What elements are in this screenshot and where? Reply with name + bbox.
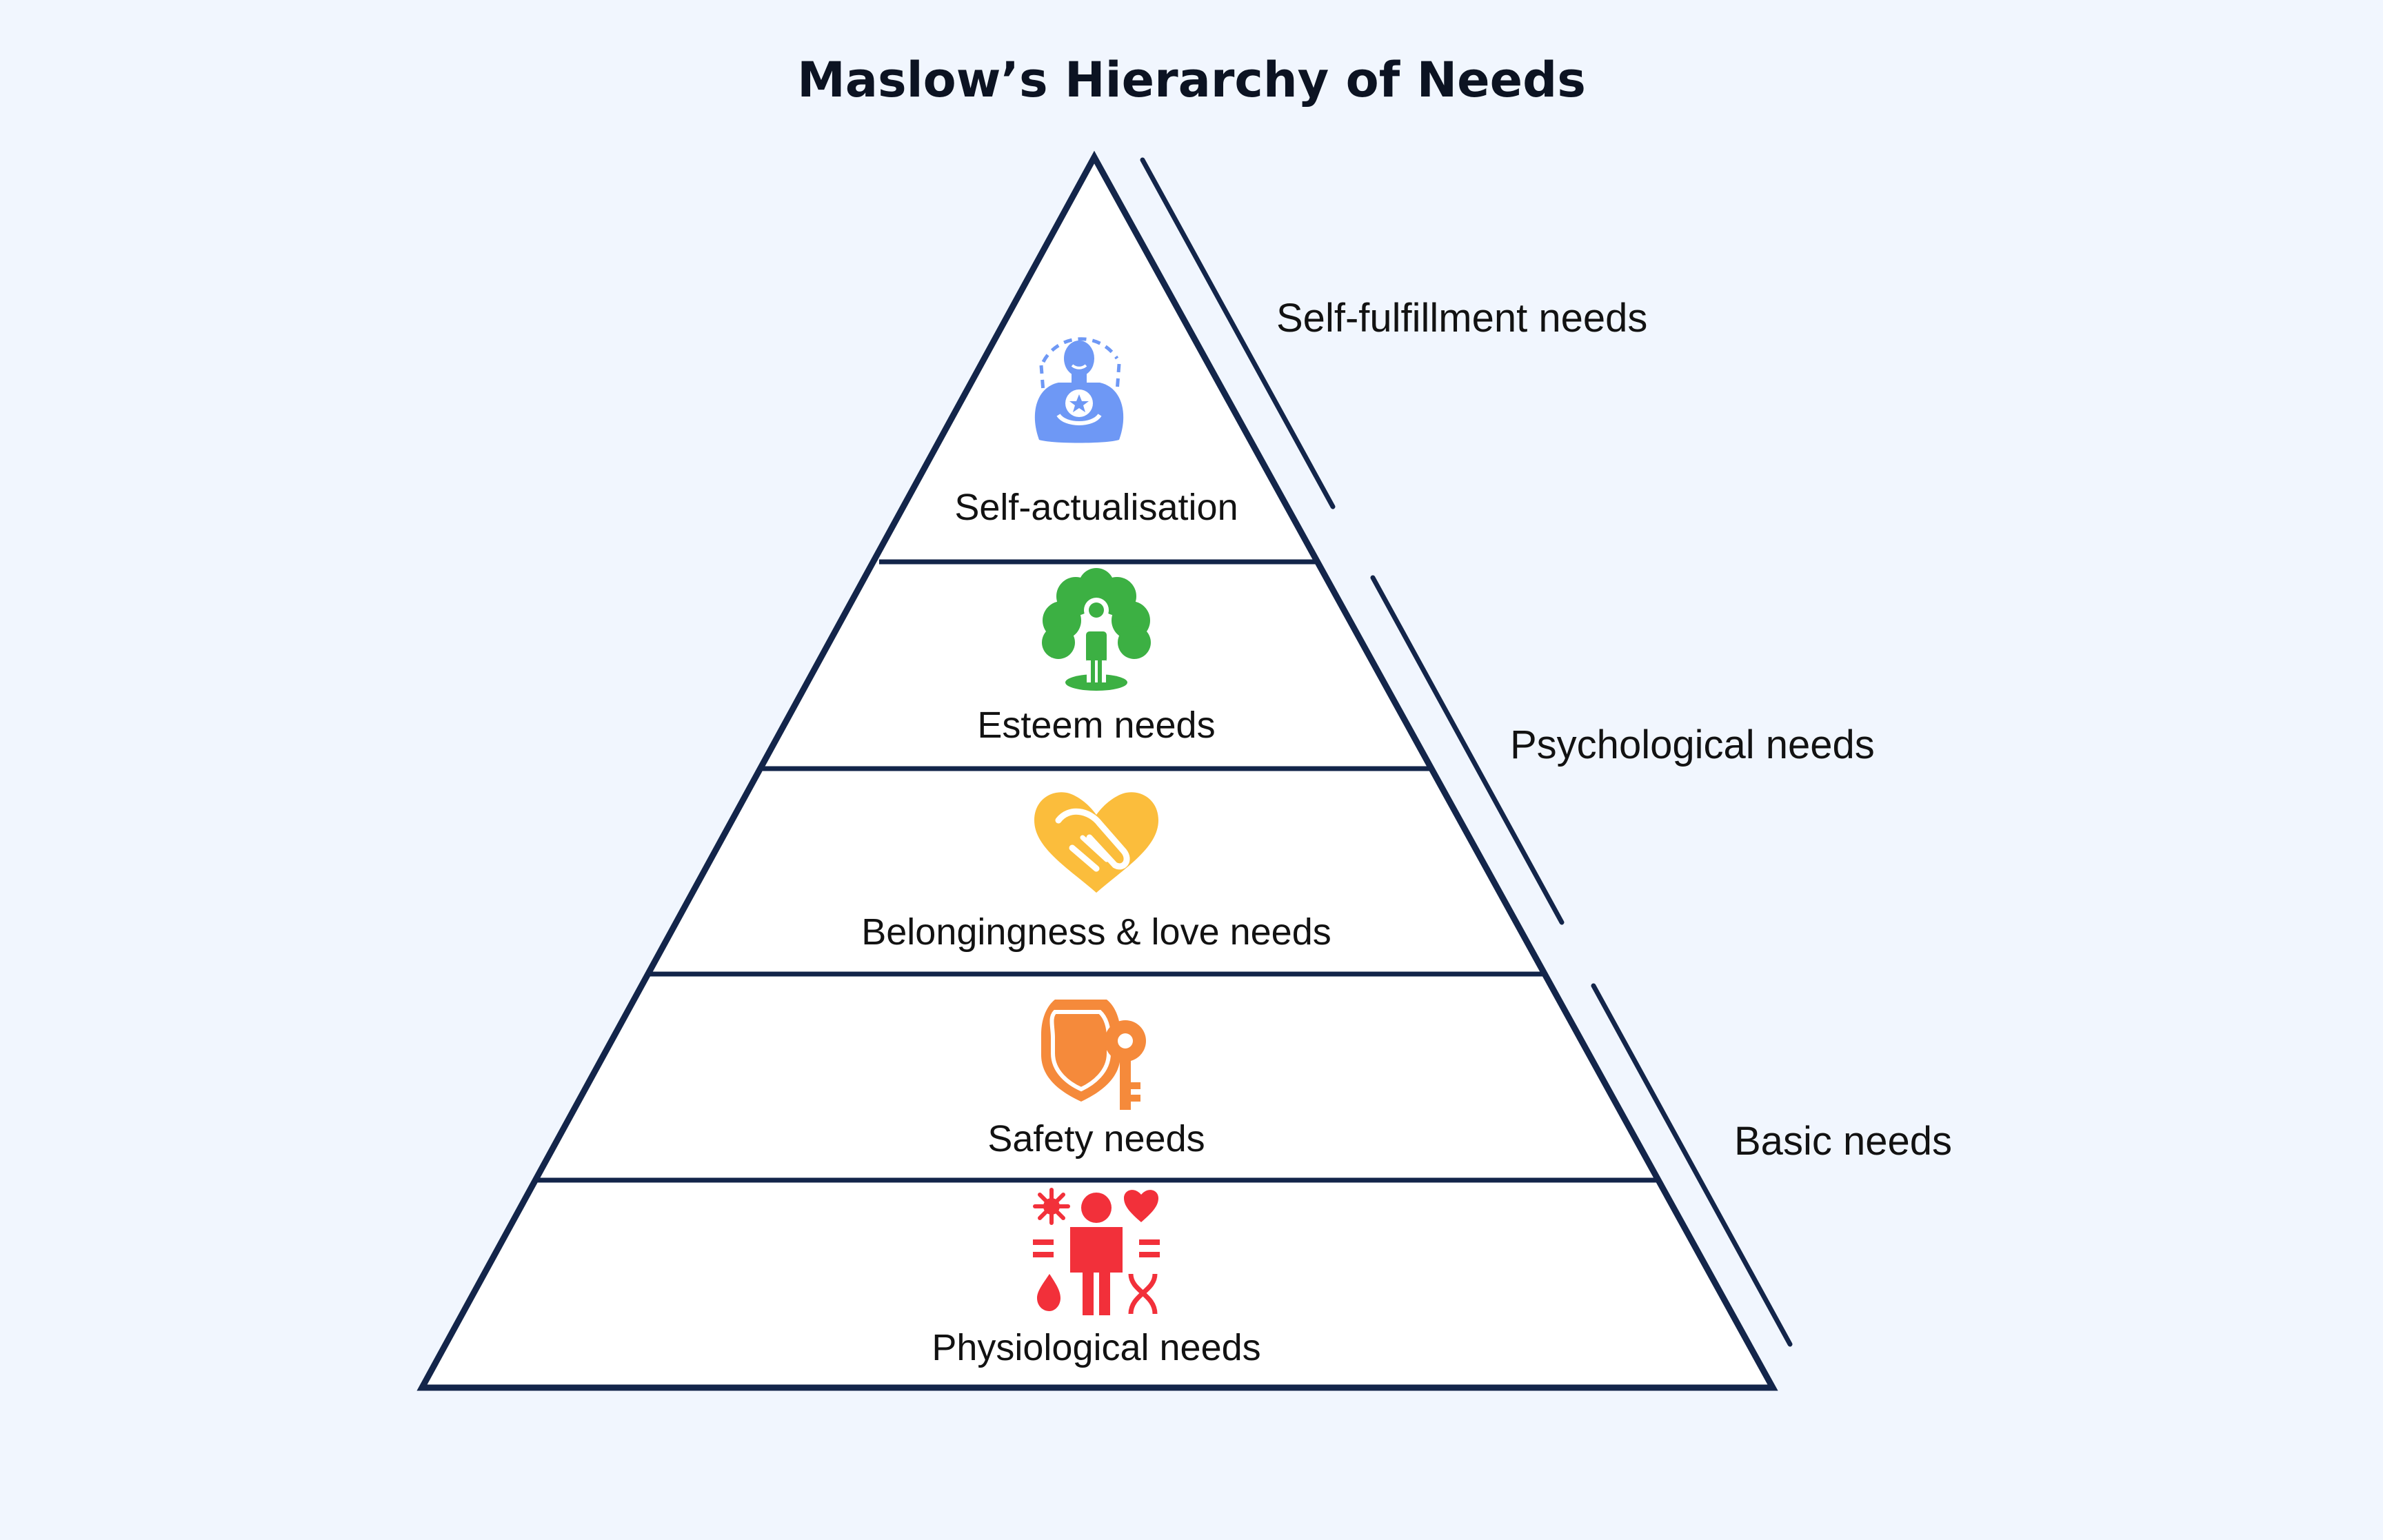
basic-bracket [1591, 983, 1793, 1347]
tier-label-self-actualisation: Self-actualisation [954, 487, 1238, 528]
tier-label-belongingness: Belongingness & love needs [861, 911, 1331, 953]
tier-label-safety: Safety needs [987, 1118, 1205, 1159]
self-fulfillment-bracket [1140, 157, 1336, 509]
group-label-self-fulfillment: Self-fulfillment needs [1276, 296, 1647, 341]
psychological-bracket [1370, 575, 1565, 925]
pyramid-outline [416, 150, 1778, 1391]
esteem-tree-person-icon [1042, 568, 1151, 691]
shield-key-icon [1041, 1000, 1146, 1110]
person-body-needs-icon [1033, 1188, 1160, 1315]
heart-handshake-icon [1034, 792, 1158, 893]
tier-label-esteem: Esteem needs [977, 705, 1215, 746]
tier-label-physiological: Physiological needs [932, 1327, 1260, 1368]
page-title: Maslow’s Hierarchy of Needs [797, 52, 1586, 108]
pyramid [416, 150, 1778, 1391]
self-actualisation-person-icon [1034, 337, 1124, 443]
group-brackets [1140, 157, 1793, 1347]
group-label-psychological: Psychological needs [1510, 722, 1875, 767]
group-label-basic: Basic needs [1734, 1119, 1952, 1164]
